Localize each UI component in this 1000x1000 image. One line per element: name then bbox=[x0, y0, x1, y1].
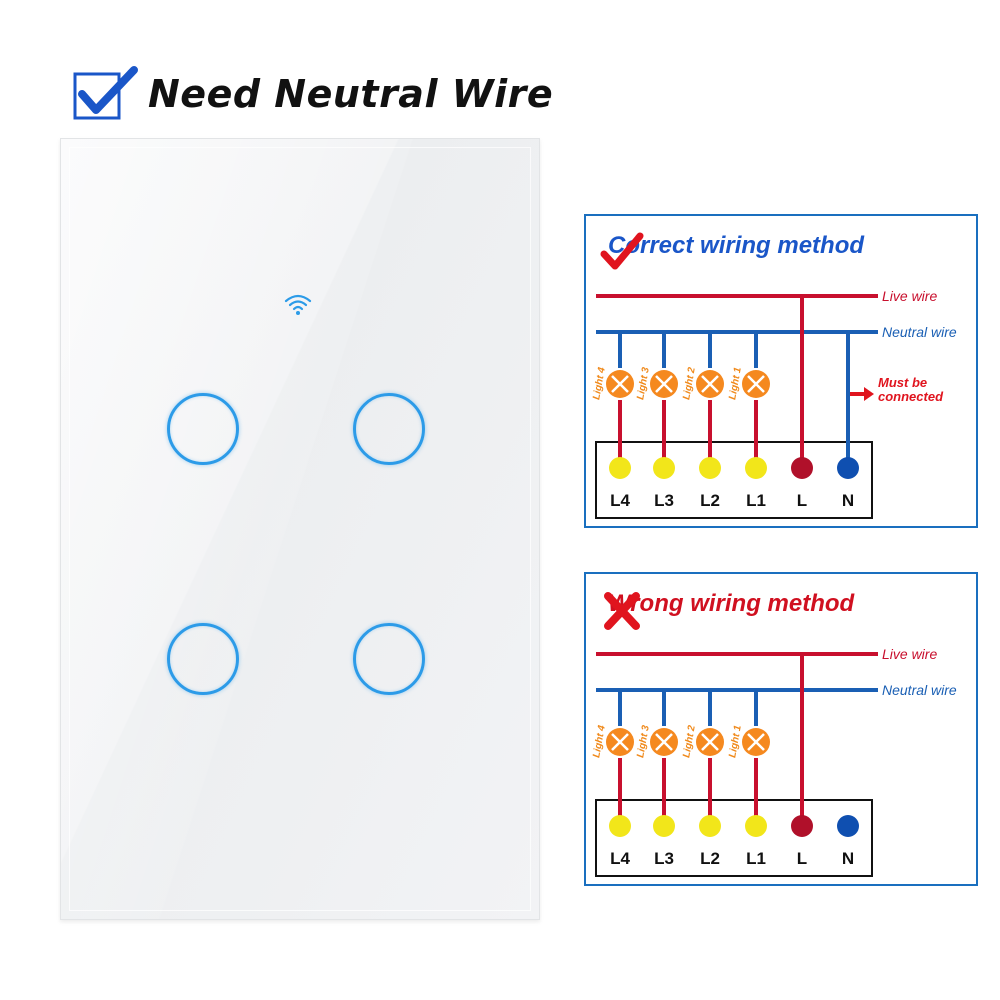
bulb-cross bbox=[655, 375, 673, 393]
light-label: Light 4 bbox=[591, 724, 608, 759]
must-be-connected-note: Must be connected bbox=[878, 376, 943, 404]
touch-button-4[interactable] bbox=[353, 623, 425, 695]
terminal-dot bbox=[837, 815, 859, 837]
bulb-cross bbox=[701, 733, 719, 751]
neutral-wire-label: Neutral wire bbox=[882, 682, 957, 698]
terminal-dot bbox=[699, 457, 721, 479]
header: Need Neutral Wire bbox=[72, 64, 553, 124]
wifi-icon bbox=[283, 291, 313, 317]
switch-panel bbox=[60, 138, 540, 920]
live-wire-label: Live wire bbox=[882, 288, 938, 304]
terminal-dot bbox=[609, 815, 631, 837]
terminal-dot bbox=[653, 815, 675, 837]
light-label: Light 3 bbox=[635, 724, 652, 759]
note-line-1: Must be bbox=[878, 375, 928, 390]
terminal-label: L2 bbox=[700, 491, 720, 510]
touch-button-2[interactable] bbox=[353, 393, 425, 465]
terminal-label: L bbox=[797, 849, 807, 868]
terminal-label: L2 bbox=[700, 849, 720, 868]
red-arrow-icon bbox=[850, 387, 874, 401]
terminal-dot bbox=[745, 457, 767, 479]
red-x-icon bbox=[604, 592, 640, 630]
light-label: Light 1 bbox=[727, 366, 744, 401]
wrong-heading: Wrong wiring method bbox=[600, 590, 855, 630]
terminal-dot bbox=[837, 457, 859, 479]
neutral-wire-label: Neutral wire bbox=[882, 324, 957, 340]
terminal-dot bbox=[609, 457, 631, 479]
terminal-dot bbox=[699, 815, 721, 837]
bulb-cross bbox=[611, 375, 629, 393]
light-label: Light 2 bbox=[681, 366, 698, 401]
panel-edge bbox=[69, 147, 531, 911]
correct-wiring-diagram: Light 4 Light 3 Light 2 Light 1 L4 L3 L2 L1 L N C… bbox=[584, 214, 978, 528]
terminal-label: L4 bbox=[610, 491, 630, 510]
bulb-cross bbox=[655, 733, 673, 751]
light-label: Light 3 bbox=[635, 366, 652, 401]
live-wire-label: Live wire bbox=[882, 646, 938, 662]
terminal-block bbox=[595, 441, 873, 519]
terminal-dot bbox=[745, 815, 767, 837]
wrong-wiring-svg: Light 4 Light 3 Light 2 Light 1 L4 L3 L2 L1 L N bbox=[591, 652, 878, 877]
bulb-cross bbox=[611, 733, 629, 751]
light-label: Light 2 bbox=[681, 724, 698, 759]
correct-heading: Correct wiring method bbox=[600, 232, 865, 270]
correct-wiring-svg: Light 4 Light 3 Light 2 Light 1 L4 L3 L2 L1 L N bbox=[591, 294, 878, 519]
terminal-label: L4 bbox=[610, 849, 630, 868]
terminal-label: L1 bbox=[746, 491, 766, 510]
bulb-cross bbox=[701, 375, 719, 393]
terminal-dot bbox=[791, 815, 813, 837]
terminal-label: L1 bbox=[746, 849, 766, 868]
bulb-cross bbox=[747, 375, 765, 393]
light-label: Light 4 bbox=[591, 366, 608, 401]
red-checkmark-icon bbox=[600, 232, 644, 270]
terminal-label: L bbox=[797, 491, 807, 510]
touch-button-1[interactable] bbox=[167, 393, 239, 465]
note-line-2: connected bbox=[878, 389, 944, 404]
terminal-dot bbox=[653, 457, 675, 479]
terminal-label: N bbox=[842, 491, 854, 510]
terminal-label: L3 bbox=[654, 849, 674, 868]
wrong-heading-text: Wrong wiring method bbox=[608, 590, 855, 617]
terminal-label: L3 bbox=[654, 491, 674, 510]
page-title: Need Neutral Wire bbox=[148, 72, 554, 116]
bulb-cross bbox=[747, 733, 765, 751]
terminal-dot bbox=[791, 457, 813, 479]
wrong-wiring-diagram: Light 4 Light 3 Light 2 Light 1 L4 L3 L2 L1 L N W… bbox=[584, 572, 978, 886]
checked-box-icon bbox=[72, 64, 140, 124]
terminal-label: N bbox=[842, 849, 854, 868]
correct-heading-text: Correct wiring method bbox=[608, 232, 865, 259]
touch-button-3[interactable] bbox=[167, 623, 239, 695]
terminal-block bbox=[595, 799, 873, 877]
light-label: Light 1 bbox=[727, 724, 744, 759]
